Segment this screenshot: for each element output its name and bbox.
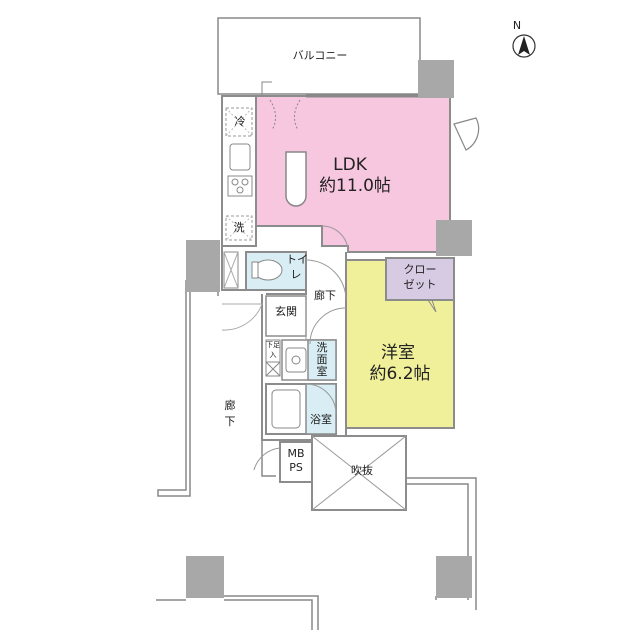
counter	[285, 151, 307, 207]
compass-icon	[512, 34, 536, 58]
bay-door	[453, 117, 480, 151]
washer-label: 洗	[233, 221, 245, 234]
shoe-label-1: 下足	[266, 341, 280, 349]
washroom-label-2: 面	[316, 353, 328, 366]
closet-label-1: クロー	[403, 263, 437, 276]
shoe-label-2: 入	[269, 351, 277, 359]
mbps	[253, 441, 313, 483]
corridor-label-1: 廊	[224, 399, 236, 412]
bathroom	[265, 383, 337, 435]
closet	[385, 257, 455, 313]
atrium	[311, 435, 407, 511]
entrance	[221, 295, 307, 377]
ldk-name: LDK	[333, 155, 367, 175]
washroom	[281, 339, 337, 381]
walls	[186, 60, 472, 598]
mbps-label-1: MB	[287, 447, 305, 460]
balcony-label: バルコニー	[292, 49, 348, 62]
hall-label: 廊下	[314, 289, 336, 302]
balcony-door	[261, 81, 418, 131]
ldk-area: 約11.0帖	[319, 176, 391, 196]
corridor-label-2: 下	[224, 415, 236, 428]
toilet-room	[223, 251, 307, 291]
toilet-label-1: トイ	[286, 253, 308, 266]
kitchen	[221, 95, 257, 247]
western-room-area: 約6.2帖	[369, 364, 431, 384]
closet-label-2: ゼット	[403, 278, 437, 291]
washroom-label-3: 室	[316, 365, 328, 378]
atrium-label: 吹抜	[351, 464, 373, 477]
fridge-label: 冷	[234, 115, 246, 128]
toilet-label-2: レ	[290, 268, 302, 281]
balcony	[217, 17, 421, 95]
mbps-label-2: PS	[289, 461, 303, 474]
bathroom-label: 浴室	[310, 413, 332, 426]
entrance-label: 玄関	[275, 305, 297, 318]
western-room-name: 洋室	[381, 343, 415, 363]
compass-label: N	[512, 19, 522, 32]
washroom-label-1: 洗	[316, 341, 328, 354]
